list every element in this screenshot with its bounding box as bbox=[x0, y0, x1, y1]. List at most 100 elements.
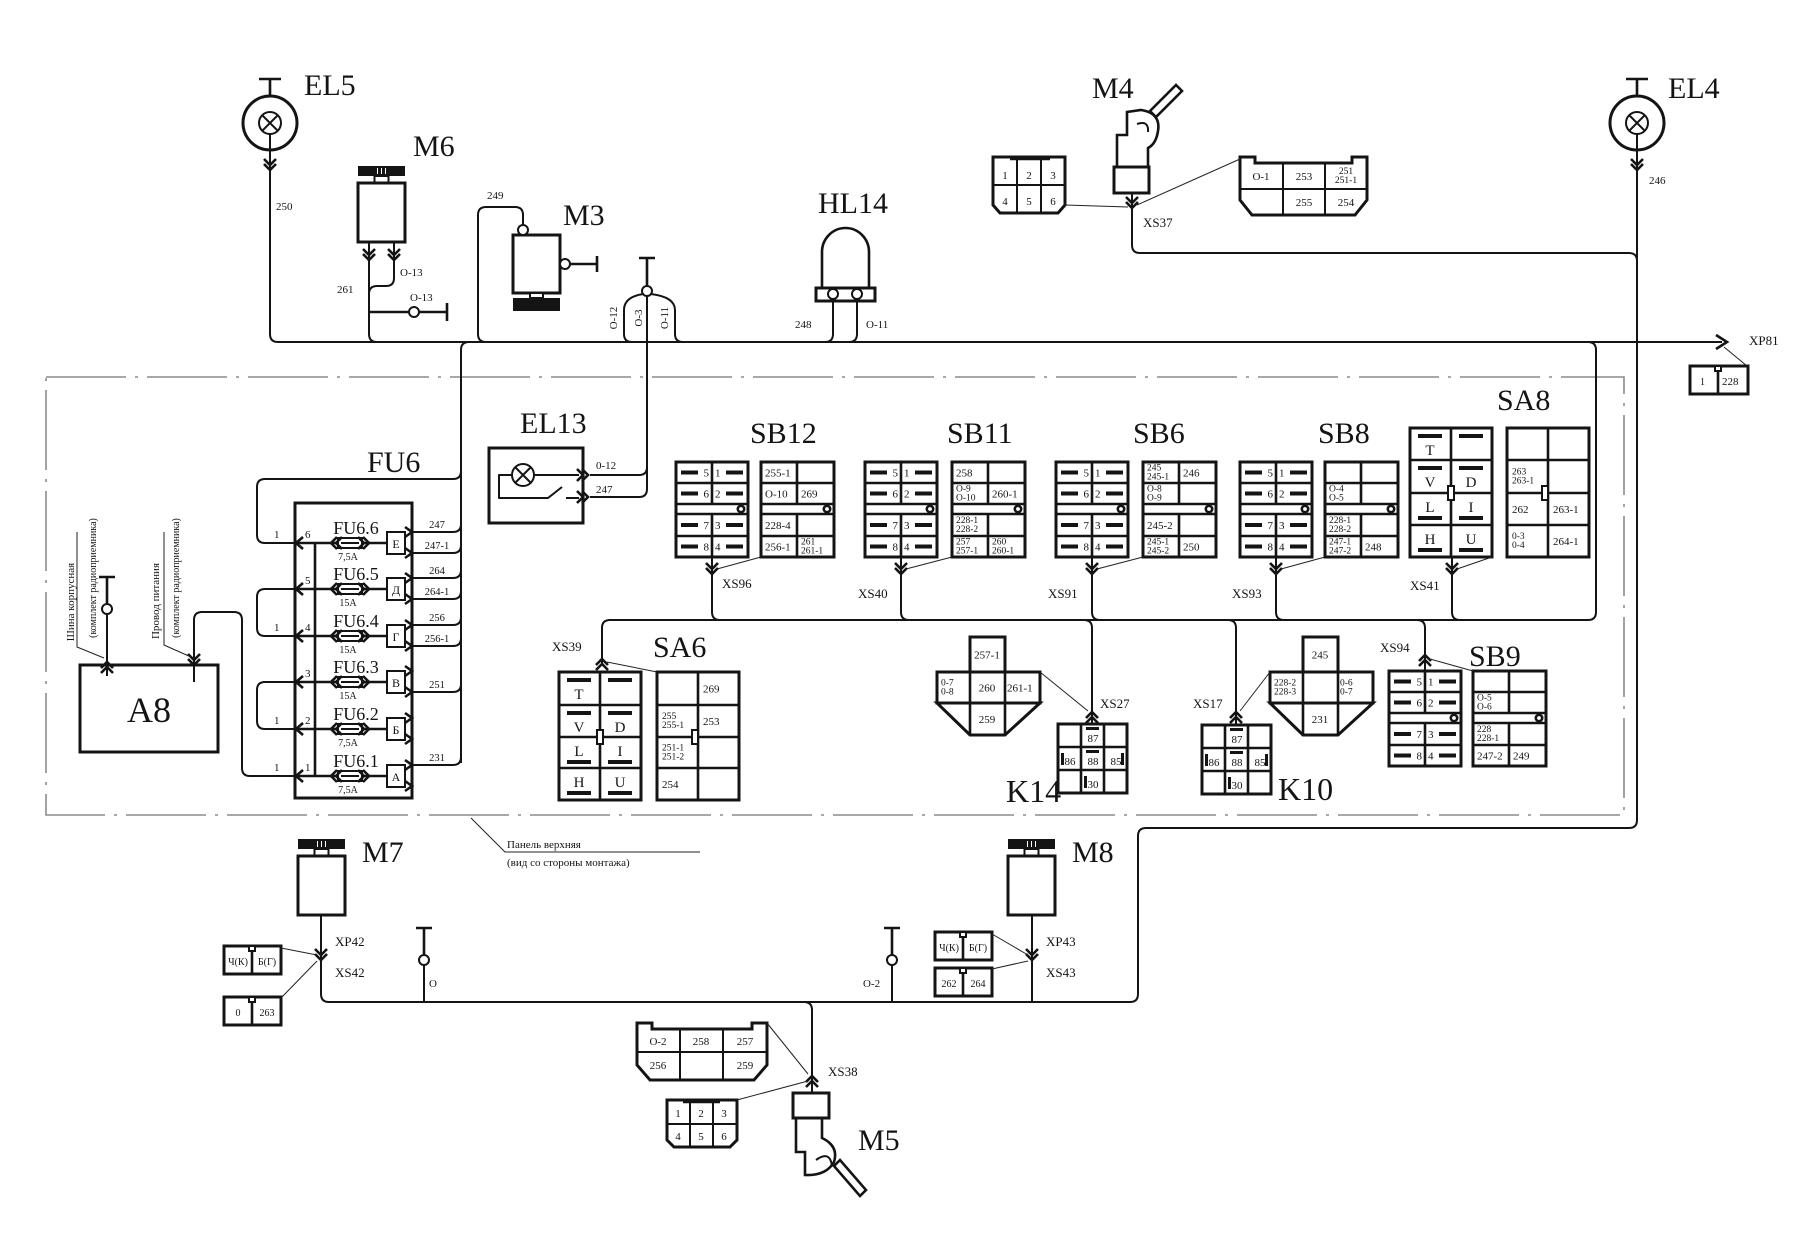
socket-dividers bbox=[968, 672, 1007, 735]
wire-number: 245-1 bbox=[1147, 538, 1169, 548]
wire-number: 247-2 bbox=[1329, 547, 1351, 557]
fuse-socket-box bbox=[386, 717, 406, 741]
contact-bar-icon bbox=[1290, 470, 1307, 475]
m6-ground-wire bbox=[368, 260, 395, 295]
socket-letter: Д bbox=[392, 583, 400, 597]
wire-number: O-5 bbox=[1477, 694, 1492, 704]
wire-number: 228-1 bbox=[956, 516, 978, 526]
contact-bar-icon bbox=[1394, 732, 1411, 736]
wire-number: 257-1 bbox=[974, 650, 1000, 662]
wire-number: O-2 bbox=[863, 978, 880, 990]
position-bar-icon bbox=[1459, 434, 1483, 438]
output-arrow-icon bbox=[404, 711, 415, 725]
position-bar-icon bbox=[567, 711, 591, 715]
output-wire bbox=[412, 569, 462, 579]
pin-number: 1 bbox=[1002, 170, 1008, 182]
contact-bar-icon bbox=[1290, 523, 1307, 527]
contact-mark-icon bbox=[1205, 754, 1208, 766]
connector-chevron-icon bbox=[314, 948, 328, 962]
detent-marker-icon bbox=[1541, 485, 1549, 501]
position-bar-icon bbox=[608, 678, 632, 682]
wire-number: 228-1 bbox=[1329, 516, 1351, 526]
socket-grid bbox=[1240, 163, 1367, 215]
wire-number: O-3 bbox=[633, 309, 645, 327]
wire-number: 251-1 bbox=[1335, 176, 1357, 186]
wire-number: 261-1 bbox=[801, 547, 823, 557]
pin-number: 2 bbox=[305, 715, 311, 727]
pin-number: 5 bbox=[1026, 196, 1032, 208]
motor-body bbox=[1112, 165, 1151, 195]
motor-terminal-icon bbox=[517, 224, 529, 236]
wire-number: O-10 bbox=[765, 489, 788, 501]
wire-number: 269 bbox=[703, 684, 720, 696]
relay-pin-number: 88 bbox=[1088, 756, 1100, 768]
position-letter: T bbox=[574, 687, 583, 703]
connector-label: XS41 bbox=[1410, 578, 1440, 593]
pin-number: 6 bbox=[721, 1131, 727, 1143]
position-bar-icon bbox=[567, 760, 591, 764]
connector-leader bbox=[606, 661, 658, 673]
contact-bar-icon bbox=[1245, 523, 1262, 527]
position-letter: D bbox=[615, 720, 626, 736]
contact-bar-icon bbox=[1106, 523, 1123, 527]
position-bar-icon bbox=[1459, 466, 1483, 470]
pin-number: 6 bbox=[1268, 489, 1274, 501]
fuse-name: FU6.3 bbox=[333, 657, 379, 677]
pin-number: 1 bbox=[1095, 468, 1101, 480]
connector-label: XS38 bbox=[828, 1064, 858, 1079]
fuse-rating: 7,5A bbox=[338, 738, 359, 749]
caption-leader bbox=[470, 817, 700, 853]
wire-number: 0-4 bbox=[1512, 541, 1525, 551]
output-arrow-icon bbox=[404, 779, 415, 793]
pin-arrow-icon bbox=[294, 536, 304, 550]
indicator-dome-icon bbox=[820, 226, 871, 288]
connector-leader bbox=[1456, 556, 1493, 570]
indicator-base bbox=[814, 286, 877, 303]
contact-bar-icon bbox=[870, 491, 887, 496]
position-bar-icon bbox=[608, 760, 632, 764]
pin-number: 6 bbox=[305, 529, 311, 541]
plug-grid bbox=[993, 157, 1065, 213]
contact-bar-icon bbox=[1439, 732, 1456, 736]
contact-mark-icon bbox=[1265, 754, 1268, 766]
component-label: M3 bbox=[563, 199, 605, 232]
wire-number: 247-1 bbox=[425, 541, 450, 552]
pin-number: 1 bbox=[675, 1108, 681, 1120]
wire-number: 247 bbox=[429, 520, 445, 531]
motor-body bbox=[511, 233, 562, 295]
pin-arrow-icon bbox=[294, 582, 304, 596]
fuse-name: FU6.2 bbox=[333, 704, 379, 724]
wire-number: 0 bbox=[236, 1008, 241, 1019]
wire-number: 260 bbox=[992, 538, 1007, 548]
component-label: EL4 bbox=[1668, 72, 1720, 105]
relay-pin-number: 85 bbox=[1255, 757, 1267, 769]
switch-lever-icon bbox=[832, 1158, 868, 1198]
pin-number: 6 bbox=[704, 489, 710, 501]
wire-number: 256-1 bbox=[765, 542, 791, 554]
connector-chevron-icon bbox=[1085, 710, 1099, 724]
position-bar-icon bbox=[1418, 434, 1442, 438]
grid-lines bbox=[1058, 724, 1127, 793]
contact-bar-icon bbox=[1245, 491, 1262, 496]
wire-number: 264-1 bbox=[1553, 536, 1579, 548]
pin-arrow-icon bbox=[294, 769, 304, 783]
component-label: SB12 bbox=[750, 417, 817, 450]
el13-wire bbox=[590, 296, 648, 498]
connector-leader bbox=[1429, 658, 1474, 672]
wire-number: 228 bbox=[1477, 725, 1492, 735]
pin-number: 2 bbox=[1095, 489, 1101, 501]
indicator-dot-icon bbox=[1116, 504, 1126, 514]
pin-number: 6 bbox=[1084, 489, 1090, 501]
fuse-block-outline bbox=[293, 501, 414, 800]
plug-key bbox=[959, 931, 967, 938]
position-bar-icon bbox=[608, 711, 632, 715]
